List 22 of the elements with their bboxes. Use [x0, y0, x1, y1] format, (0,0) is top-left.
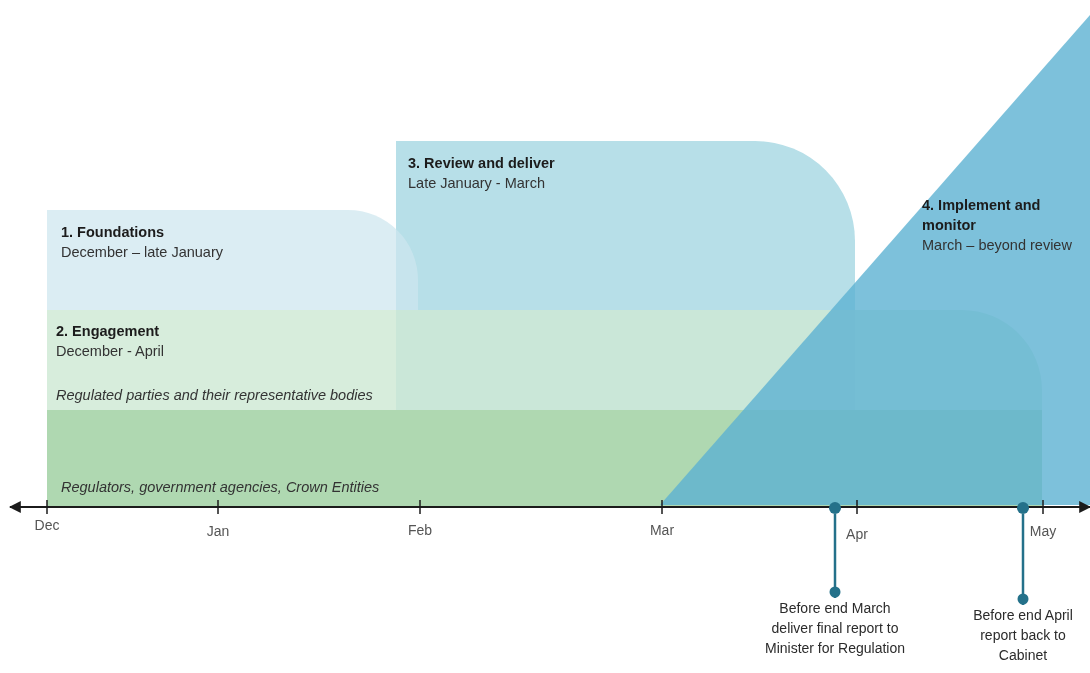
phase-box	[47, 210, 418, 310]
month-label: Apr	[845, 526, 869, 542]
milestone-note: Before end April report back to Cabinet	[958, 605, 1088, 665]
phase-dates: Late January - March	[408, 174, 546, 193]
phase-dates: March – beyond review	[922, 236, 1073, 255]
phase-title: 2. Engagement	[56, 322, 161, 341]
leader-line	[829, 514, 841, 598]
month-label: May	[1028, 523, 1058, 539]
phase-dates: December – late January	[61, 243, 224, 262]
leader-line	[1017, 514, 1029, 605]
month-label: Jan	[205, 523, 231, 539]
stakeholder-group: Regulators, government agencies, Crown Entities	[61, 477, 380, 497]
phase-title: 1. Foundations	[61, 223, 166, 242]
phase-title: 4. Implement and monitor	[922, 196, 1042, 235]
milestone-note: Before end March deliver final report to Minister for Regulation	[760, 598, 910, 658]
stakeholder-group: Regulated parties and their representative bodies	[56, 385, 1033, 405]
phase-triangle	[660, 15, 1090, 505]
month-label: Dec	[33, 517, 61, 533]
phase-title: 3. Review and deliver	[408, 154, 556, 173]
month-label: Mar	[648, 522, 676, 538]
phase-dates: December - April	[56, 342, 165, 361]
month-label: Feb	[406, 522, 434, 538]
